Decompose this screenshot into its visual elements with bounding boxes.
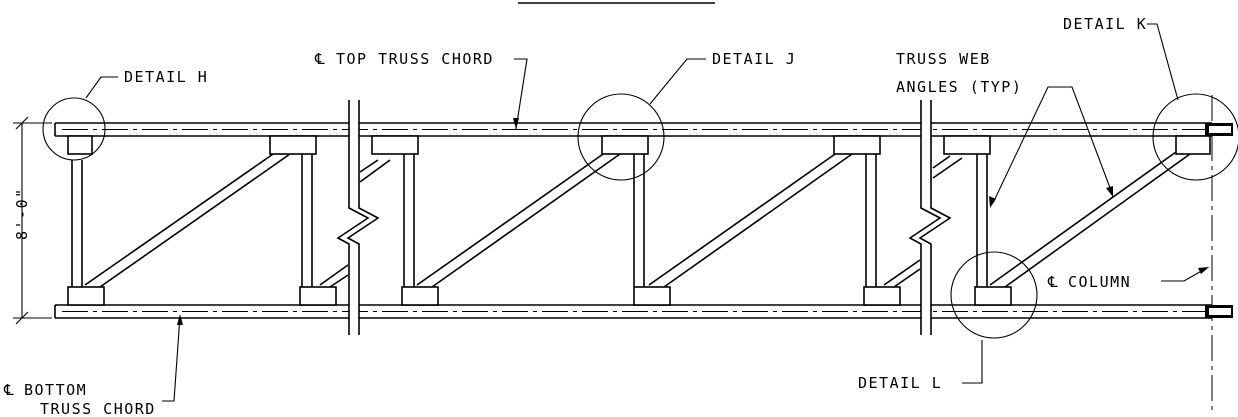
diagonal-web-members [84,151,1191,288]
column-connection-plates [1205,123,1233,318]
detail-h-circle [42,97,106,161]
detail-l-label: DETAIL L [858,374,942,392]
column-label: COLUMN [1068,273,1131,291]
column-centerline-symbol: ℄ [1047,273,1059,291]
detail-k-circle [1152,93,1238,181]
top-chord-label: TOP TRUSS CHORD [336,50,494,68]
detail-k-label: DETAIL K [1063,15,1147,33]
break-line-left [336,100,380,335]
detail-j-label: DETAIL J [712,50,796,68]
leader-lines [85,23,1209,402]
bottom-gusset-plates [67,286,1012,306]
detail-h-label: DETAIL H [124,68,208,86]
break-line-right [908,100,952,335]
detail-j-circle [577,93,665,181]
top-truss-chord [54,122,1215,137]
height-dimension [13,116,52,325]
web-angles-label-line2: ANGLES (TYP) [896,78,1022,96]
top-gusset-plates [67,135,1211,155]
web-angles-label-line1: TRUSS WEB [896,50,991,68]
dimension-label: 8'-0" [13,187,31,240]
top-chord-centerline-symbol: ℄ [314,50,326,68]
detail-l-circle [950,251,1038,339]
bottom-truss-chord [54,304,1215,319]
bottom-chord-centerline-symbol: ℄ [3,381,15,399]
vertical-web-members [71,154,988,287]
bottom-chord-label-line1: BOTTOM [24,381,87,399]
bottom-chord-label-line2: TRUSS CHORD [40,400,156,417]
